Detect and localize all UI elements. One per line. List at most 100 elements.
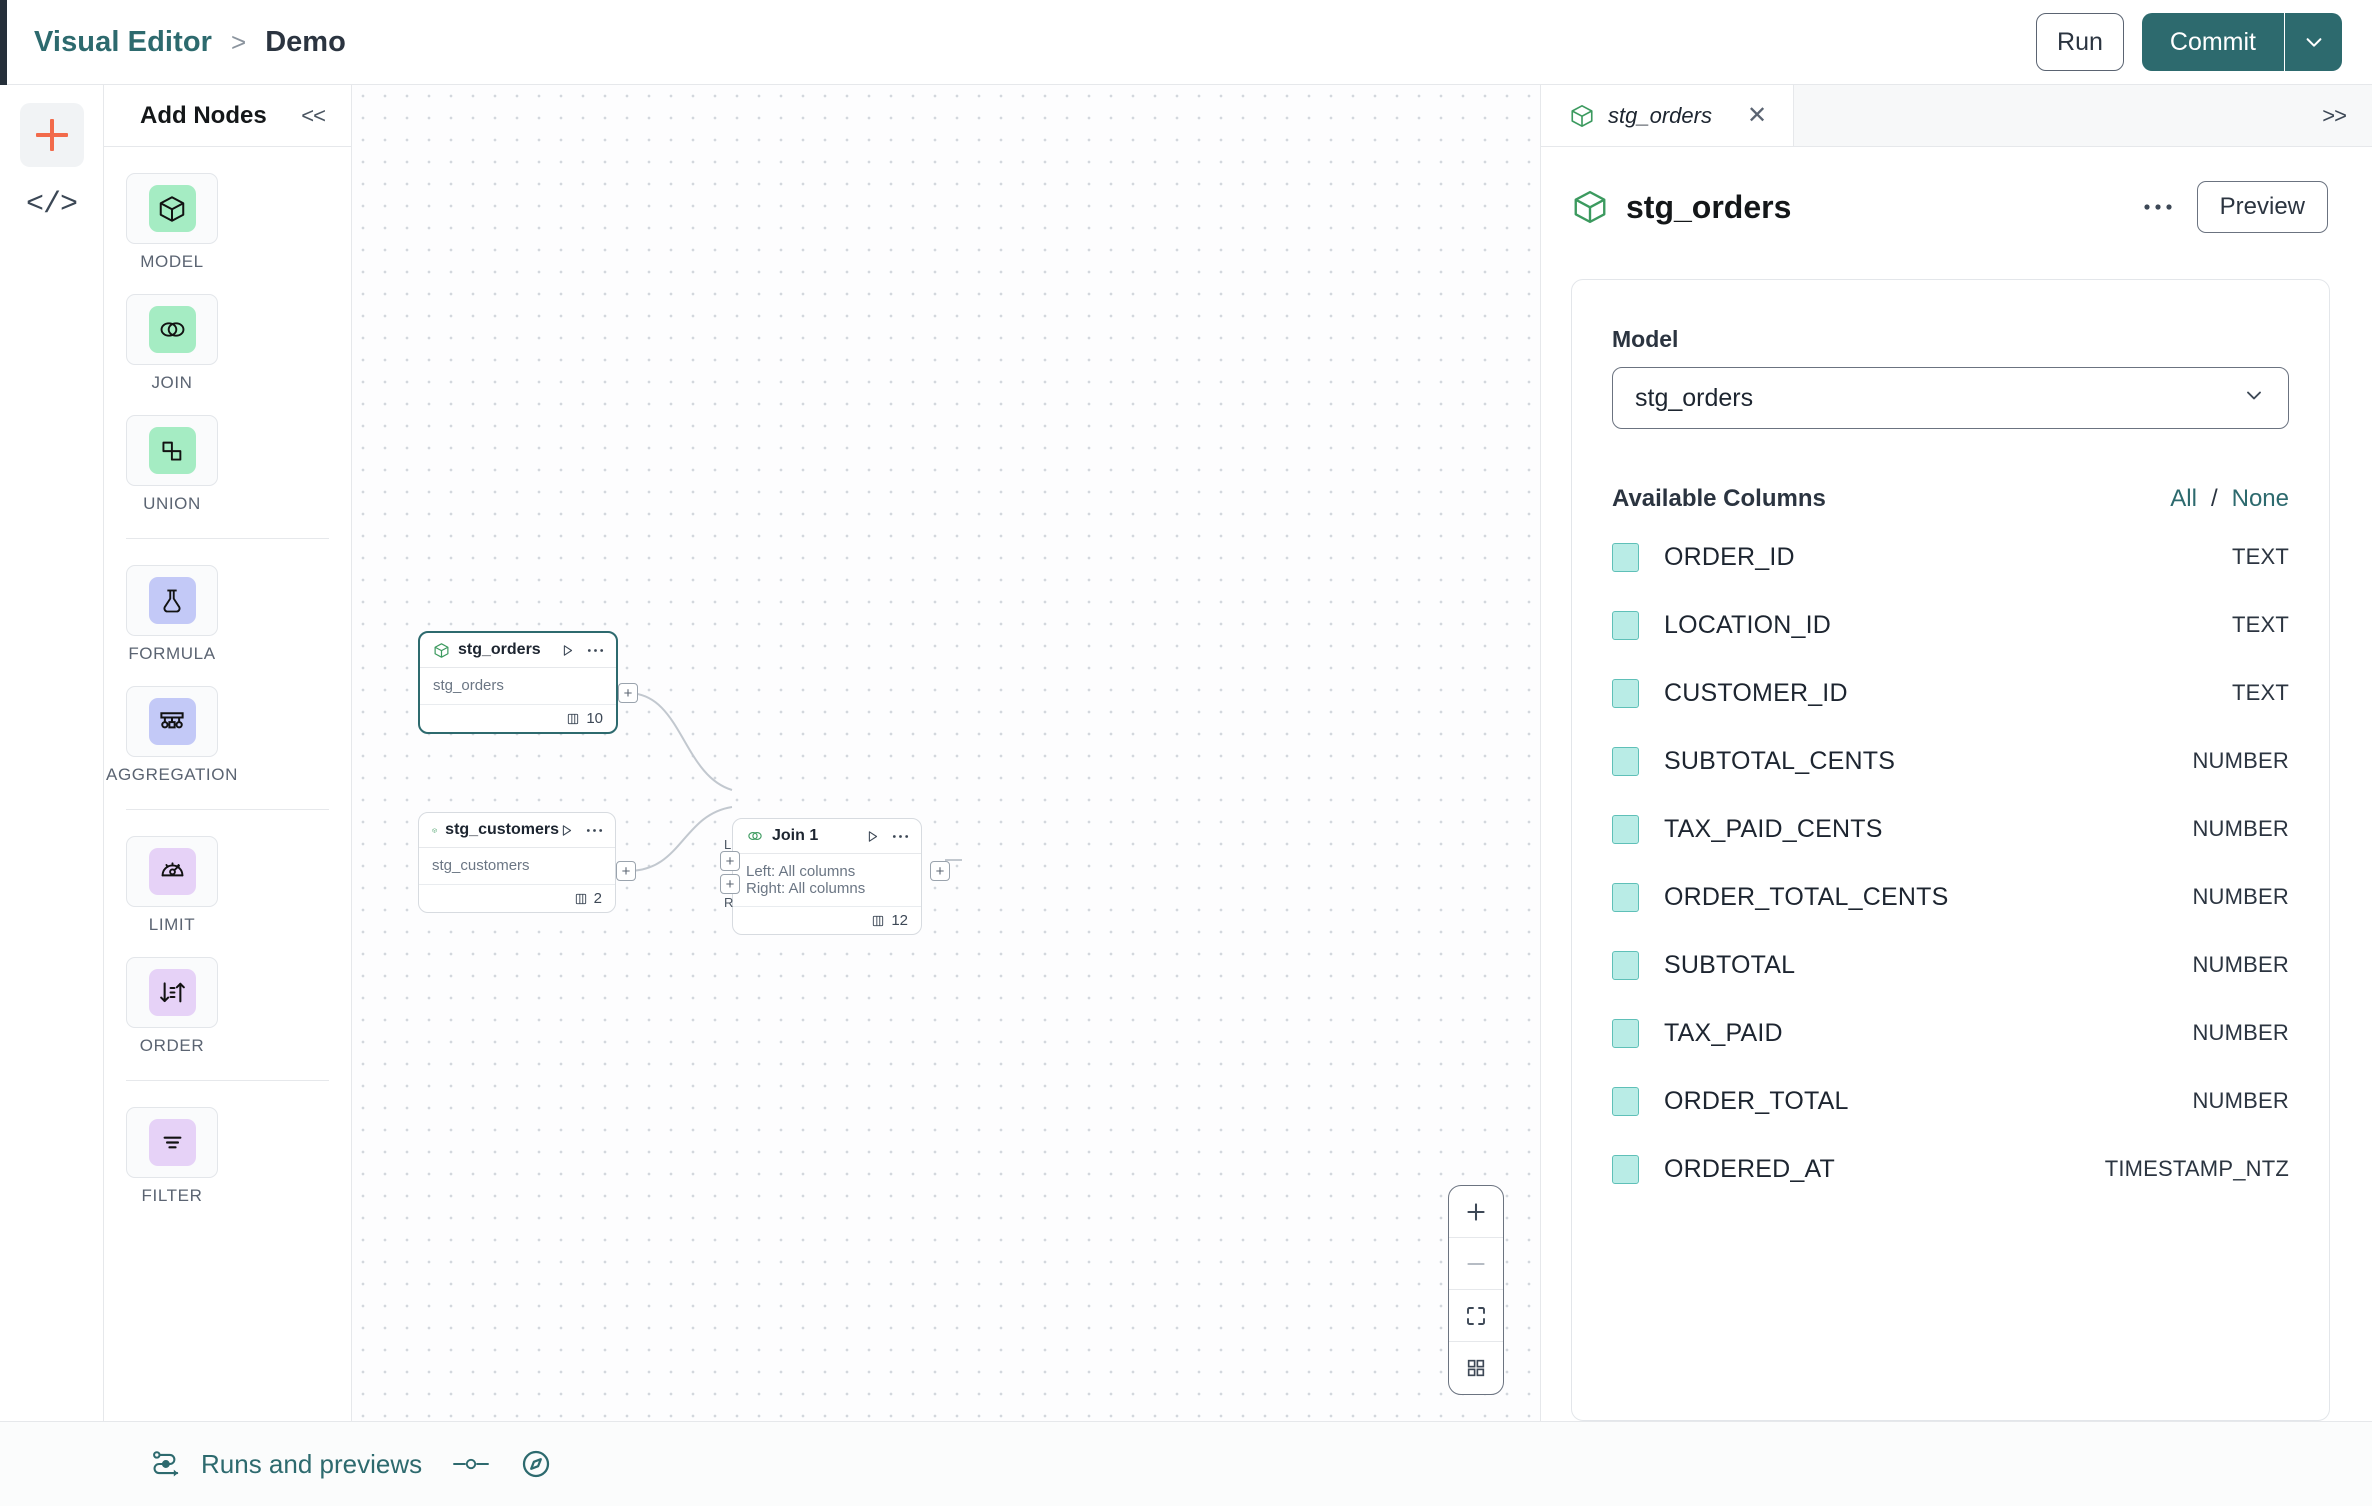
column-name: CUSTOMER_ID	[1664, 678, 1848, 707]
node-type-order[interactable]: ORDER	[126, 957, 218, 1056]
node-type-union[interactable]: UNION	[126, 415, 218, 514]
node-type-label: UNION	[143, 494, 201, 513]
column-checkbox[interactable]	[1612, 814, 1639, 844]
node-type-join[interactable]: JOIN	[126, 294, 218, 393]
column-type: TIMESTAMP_NTZ	[2104, 1156, 2289, 1181]
column-type: NUMBER	[2192, 952, 2289, 977]
column-type: NUMBER	[2192, 1020, 2289, 1045]
plus-icon	[35, 119, 68, 151]
canvas-zoom-controls	[1448, 1185, 1504, 1395]
flow-canvas[interactable]: stg_orders stg_orders 10 +	[352, 85, 1540, 1421]
join-right-handle-label: R	[724, 895, 734, 910]
runs-and-previews-button[interactable]: Runs and previews	[150, 1449, 422, 1480]
column-name: LOCATION_ID	[1664, 610, 1832, 639]
run-button[interactable]: Run	[2036, 13, 2124, 71]
node-type-filter[interactable]: FILTER	[126, 1107, 218, 1206]
node-type-formula[interactable]: FORMULA	[126, 565, 218, 664]
tab-label: stg_orders	[1608, 102, 1712, 128]
node-type-aggregation[interactable]: AGGREGATION	[106, 686, 237, 785]
fit-view-button[interactable]	[1449, 1290, 1503, 1342]
slider-toggle-button[interactable]	[452, 1455, 490, 1473]
column-checkbox[interactable]	[1612, 678, 1639, 708]
ellipsis-icon[interactable]	[892, 834, 909, 839]
code-view-rail-button[interactable]: </>	[20, 173, 84, 237]
chevron-double-left-icon[interactable]: <<	[301, 102, 326, 128]
column-name: TAX_PAID	[1664, 1018, 1783, 1047]
flow-node-body: stg_customers	[419, 848, 615, 885]
select-none-link[interactable]: None	[2231, 485, 2289, 512]
preview-button[interactable]: Preview	[2196, 181, 2328, 233]
flow-node-subtitle: stg_customers	[432, 857, 530, 874]
join-left-handle-label: L	[724, 837, 732, 852]
column-row[interactable]: TAX_PAID NUMBER	[1612, 1009, 2289, 1057]
model-select-value: stg_orders	[1635, 383, 1754, 412]
top-bar-actions: Run Commit	[2036, 13, 2342, 71]
output-handle-stg-customers[interactable]: +	[616, 861, 636, 881]
column-type: NUMBER	[2192, 1088, 2289, 1113]
join-output-handle[interactable]: +	[930, 861, 950, 881]
close-icon[interactable]: ✕	[1746, 102, 1768, 129]
add-nodes-list: MODEL JOIN	[104, 147, 351, 1228]
column-checkbox[interactable]	[1612, 1086, 1639, 1116]
add-node-rail-button[interactable]	[19, 103, 84, 167]
details-title-row: stg_orders Preview	[1541, 147, 2372, 233]
zoom-in-button[interactable]	[1449, 1186, 1503, 1238]
flow-node-stg-orders[interactable]: stg_orders stg_orders 10	[418, 631, 618, 734]
play-icon[interactable]	[560, 643, 575, 658]
breadcrumb-demo[interactable]: Demo	[265, 25, 346, 58]
column-checkbox[interactable]	[1612, 746, 1639, 776]
column-checkbox[interactable]	[1612, 542, 1639, 572]
column-checkbox[interactable]	[1612, 950, 1639, 980]
explore-button[interactable]	[520, 1448, 552, 1480]
select-all-link[interactable]: All	[2170, 485, 2197, 512]
join-left-input-handle[interactable]: +	[720, 851, 740, 871]
column-checkbox[interactable]	[1612, 882, 1639, 912]
flow-node-body: Left: All columns Right: All columns	[733, 854, 921, 907]
pipeline-icon	[153, 1451, 179, 1477]
flow-node-header: stg_customers	[419, 813, 615, 848]
grid-toggle-button[interactable]	[1449, 1342, 1503, 1394]
breadcrumb-visual-editor[interactable]: Visual Editor	[34, 25, 213, 58]
tab-stg-orders[interactable]: stg_orders ✕	[1541, 85, 1795, 146]
cube-icon	[1574, 190, 1606, 224]
flow-node-stg-customers[interactable]: stg_customers stg_customers 2	[418, 812, 616, 913]
ellipsis-icon[interactable]	[587, 648, 604, 653]
column-checkbox[interactable]	[1612, 610, 1639, 640]
add-nodes-title: Add Nodes	[140, 101, 267, 129]
column-select-links: All / None	[2170, 485, 2289, 513]
play-icon[interactable]	[559, 823, 574, 838]
node-type-model[interactable]: MODEL	[126, 173, 218, 272]
ellipsis-icon[interactable]	[586, 828, 603, 833]
join-right-input-handle[interactable]: +	[720, 874, 740, 894]
node-type-label: FORMULA	[128, 644, 216, 663]
flow-node-join-1[interactable]: Join 1 Left: All columns Right: All colu…	[732, 818, 922, 935]
zoom-out-button[interactable]	[1449, 1238, 1503, 1290]
play-icon[interactable]	[865, 829, 880, 844]
column-checkbox[interactable]	[1612, 1154, 1639, 1184]
column-type: TEXT	[2231, 544, 2289, 569]
sort-arrows-icon	[159, 982, 185, 1003]
columns-icon	[568, 713, 579, 724]
flow-node-title: stg_orders	[458, 641, 541, 658]
gauge-icon	[161, 862, 183, 877]
node-type-limit[interactable]: LIMIT	[126, 836, 218, 935]
flow-node-title: Join 1	[772, 827, 819, 844]
output-handle-stg-orders[interactable]: +	[618, 683, 638, 703]
column-type: NUMBER	[2192, 816, 2289, 841]
ellipsis-icon[interactable]	[2143, 203, 2173, 211]
commit-button[interactable]: Commit	[2141, 13, 2284, 71]
chevron-double-right-icon[interactable]: >>	[2322, 102, 2347, 128]
commit-dropdown-button[interactable]	[2284, 13, 2342, 71]
column-checkbox[interactable]	[1612, 1018, 1639, 1048]
model-select[interactable]: stg_orders	[1612, 367, 2289, 429]
